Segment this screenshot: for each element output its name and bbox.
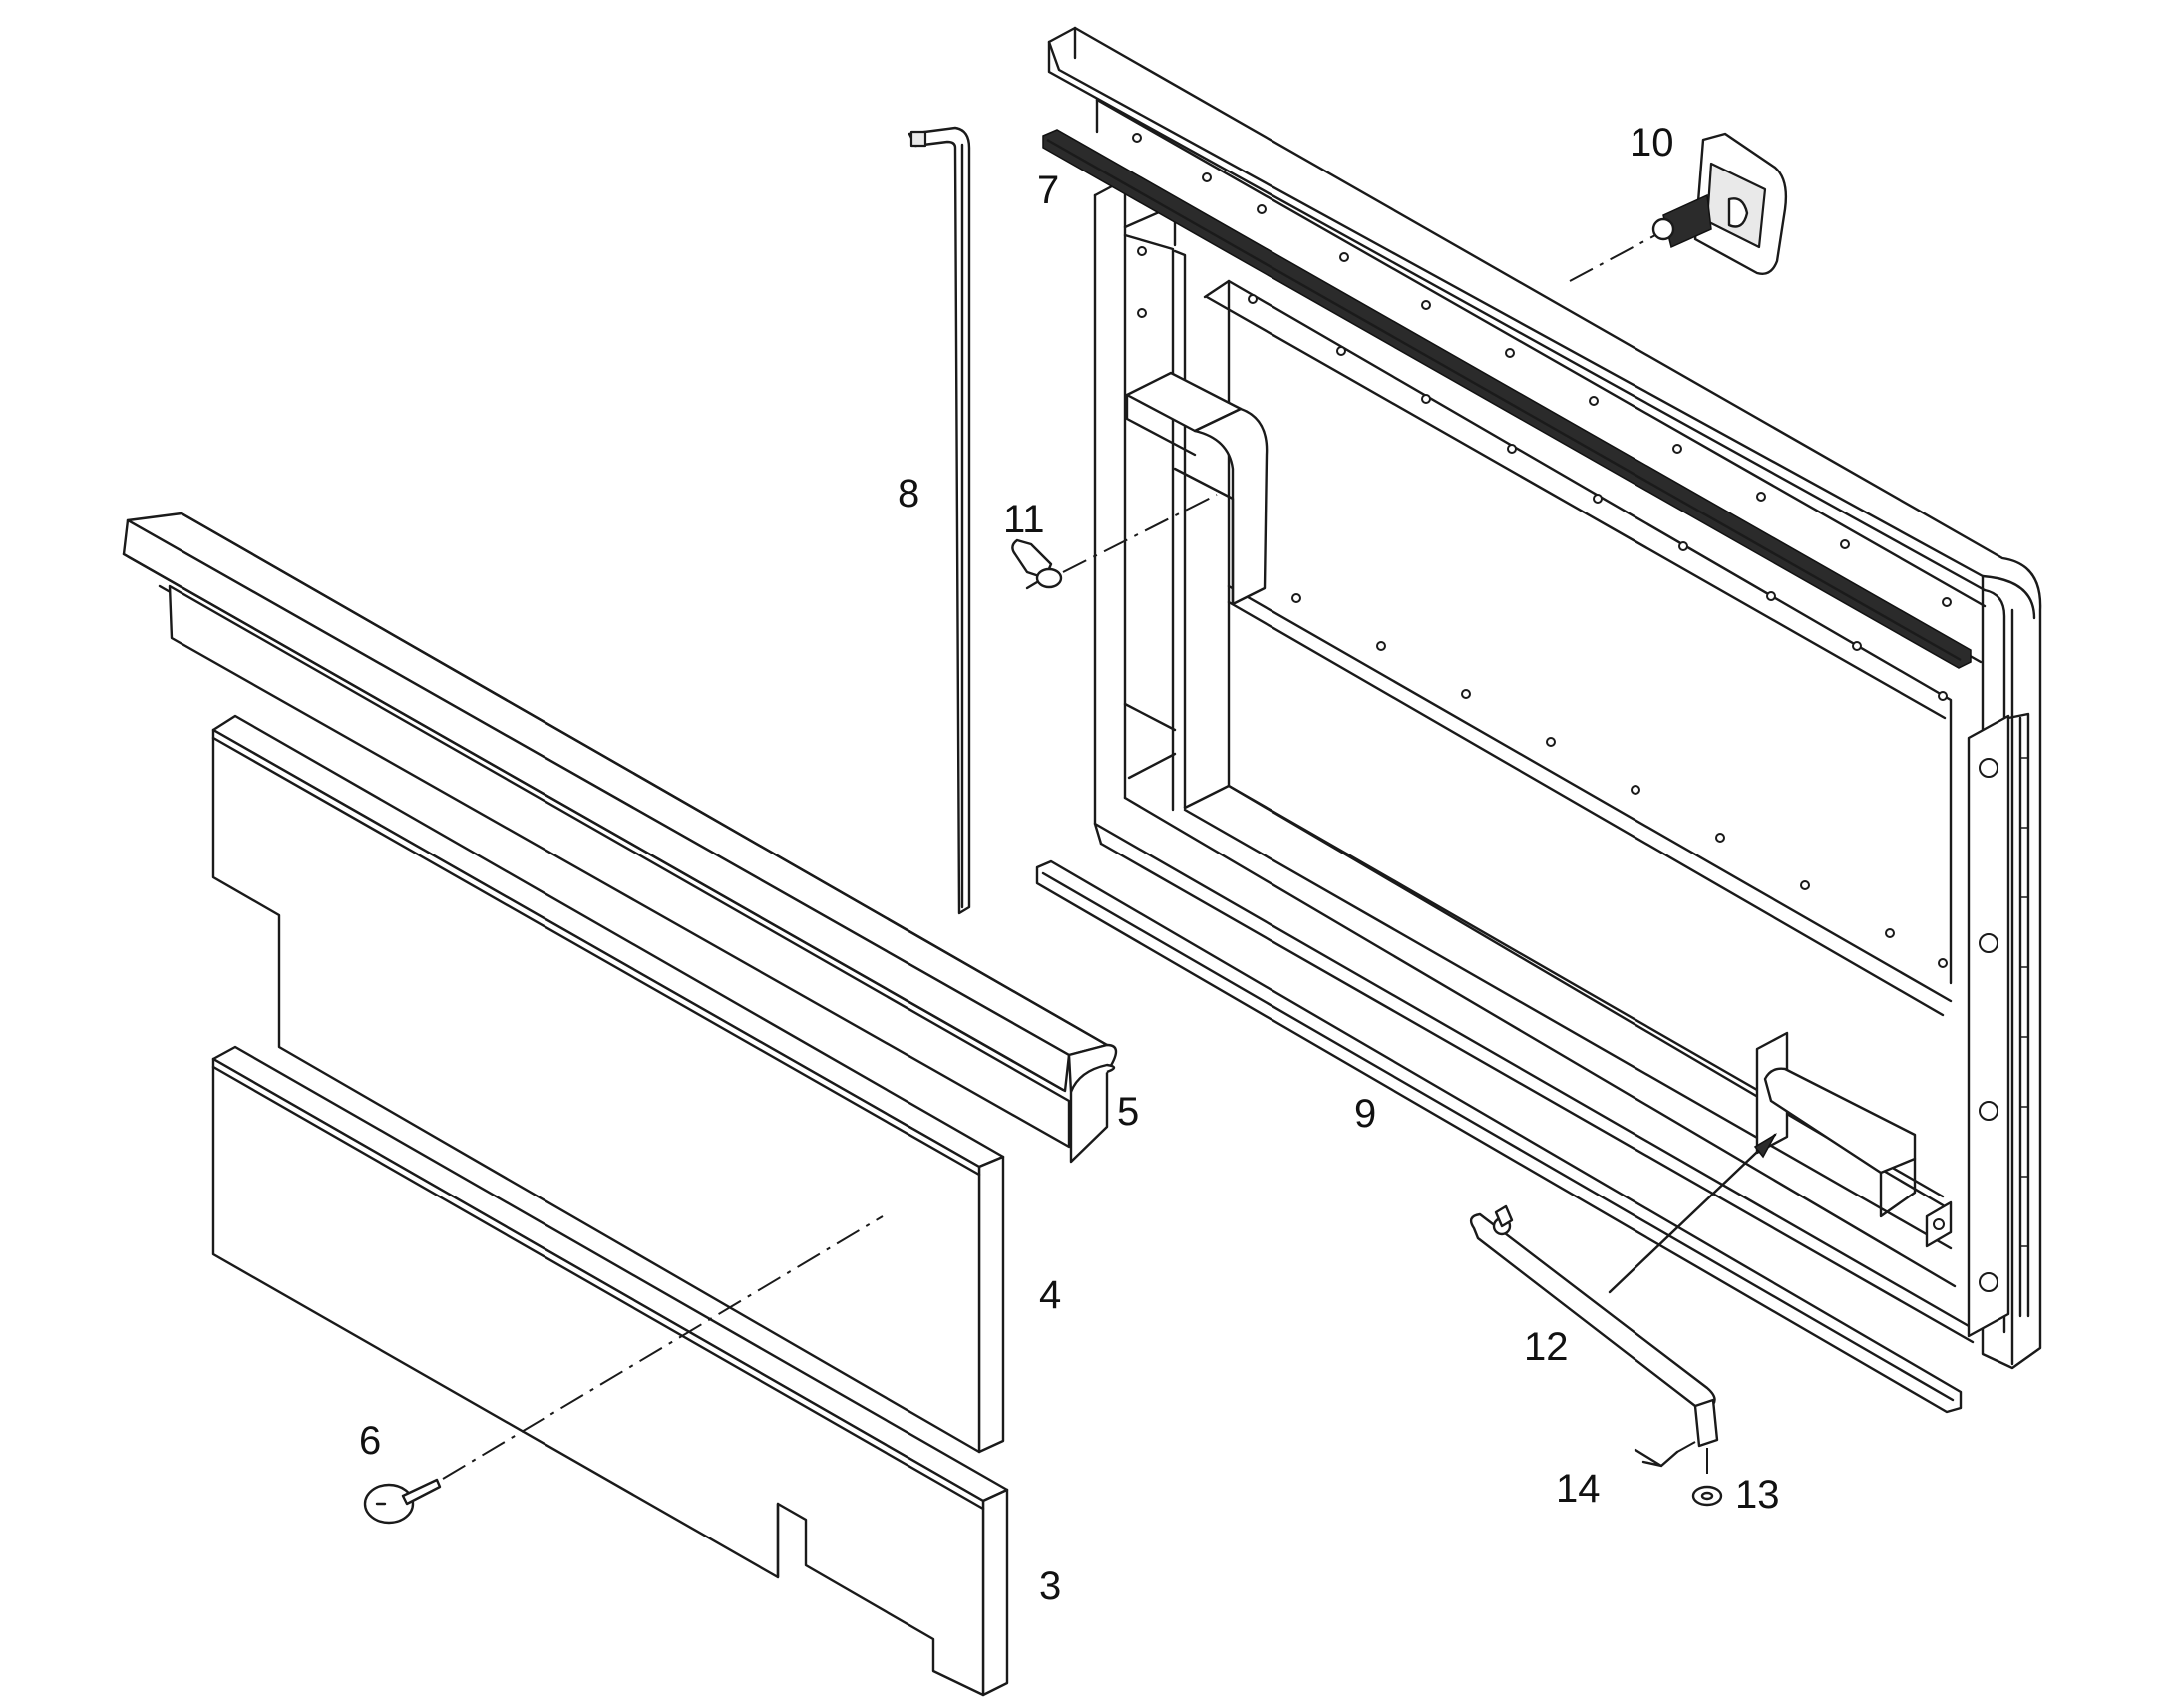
callout-14: 14 <box>1556 1467 1601 1511</box>
part-5-top-trim <box>122 512 1118 1164</box>
part-14-cotter-pin <box>1634 1441 1696 1468</box>
callout-5: 5 <box>1117 1090 1139 1134</box>
part-6-screw <box>363 1478 442 1525</box>
arrow-12 <box>1608 1133 1777 1294</box>
part-12-latch-rod <box>1469 1204 1719 1448</box>
callout-7: 7 <box>1037 169 1059 212</box>
callout-13: 13 <box>1735 1473 1780 1517</box>
part-8-rod <box>908 126 971 915</box>
axis-6 <box>442 1215 884 1480</box>
callout-3: 3 <box>1039 1564 1061 1608</box>
part-9-bottom-seal <box>1035 859 1963 1414</box>
part-4-center-panel <box>211 714 1005 1454</box>
door-frame <box>1047 26 2042 1370</box>
callout-6: 6 <box>359 1419 381 1463</box>
part-3-lower-panel <box>211 1045 1009 1697</box>
callout-labels: 3 4 5 6 7 8 9 10 11 12 13 14 <box>359 121 1780 1608</box>
arrow-12-head <box>1753 1132 1777 1159</box>
axis-10 <box>1569 234 1656 282</box>
callout-9: 9 <box>1354 1092 1376 1136</box>
callout-11: 11 <box>1003 498 1045 541</box>
part-11-clip <box>1011 538 1063 590</box>
part-7-top-seal <box>1042 129 1972 669</box>
callout-4: 4 <box>1039 1273 1061 1317</box>
part-13-washer <box>1691 1448 1723 1507</box>
frame-holes <box>1132 133 1952 968</box>
axis-11 <box>1062 494 1218 573</box>
part-10-lock <box>1651 132 1788 275</box>
callout-10: 10 <box>1630 121 1674 165</box>
callout-12: 12 <box>1524 1325 1569 1369</box>
callout-8: 8 <box>898 472 919 515</box>
